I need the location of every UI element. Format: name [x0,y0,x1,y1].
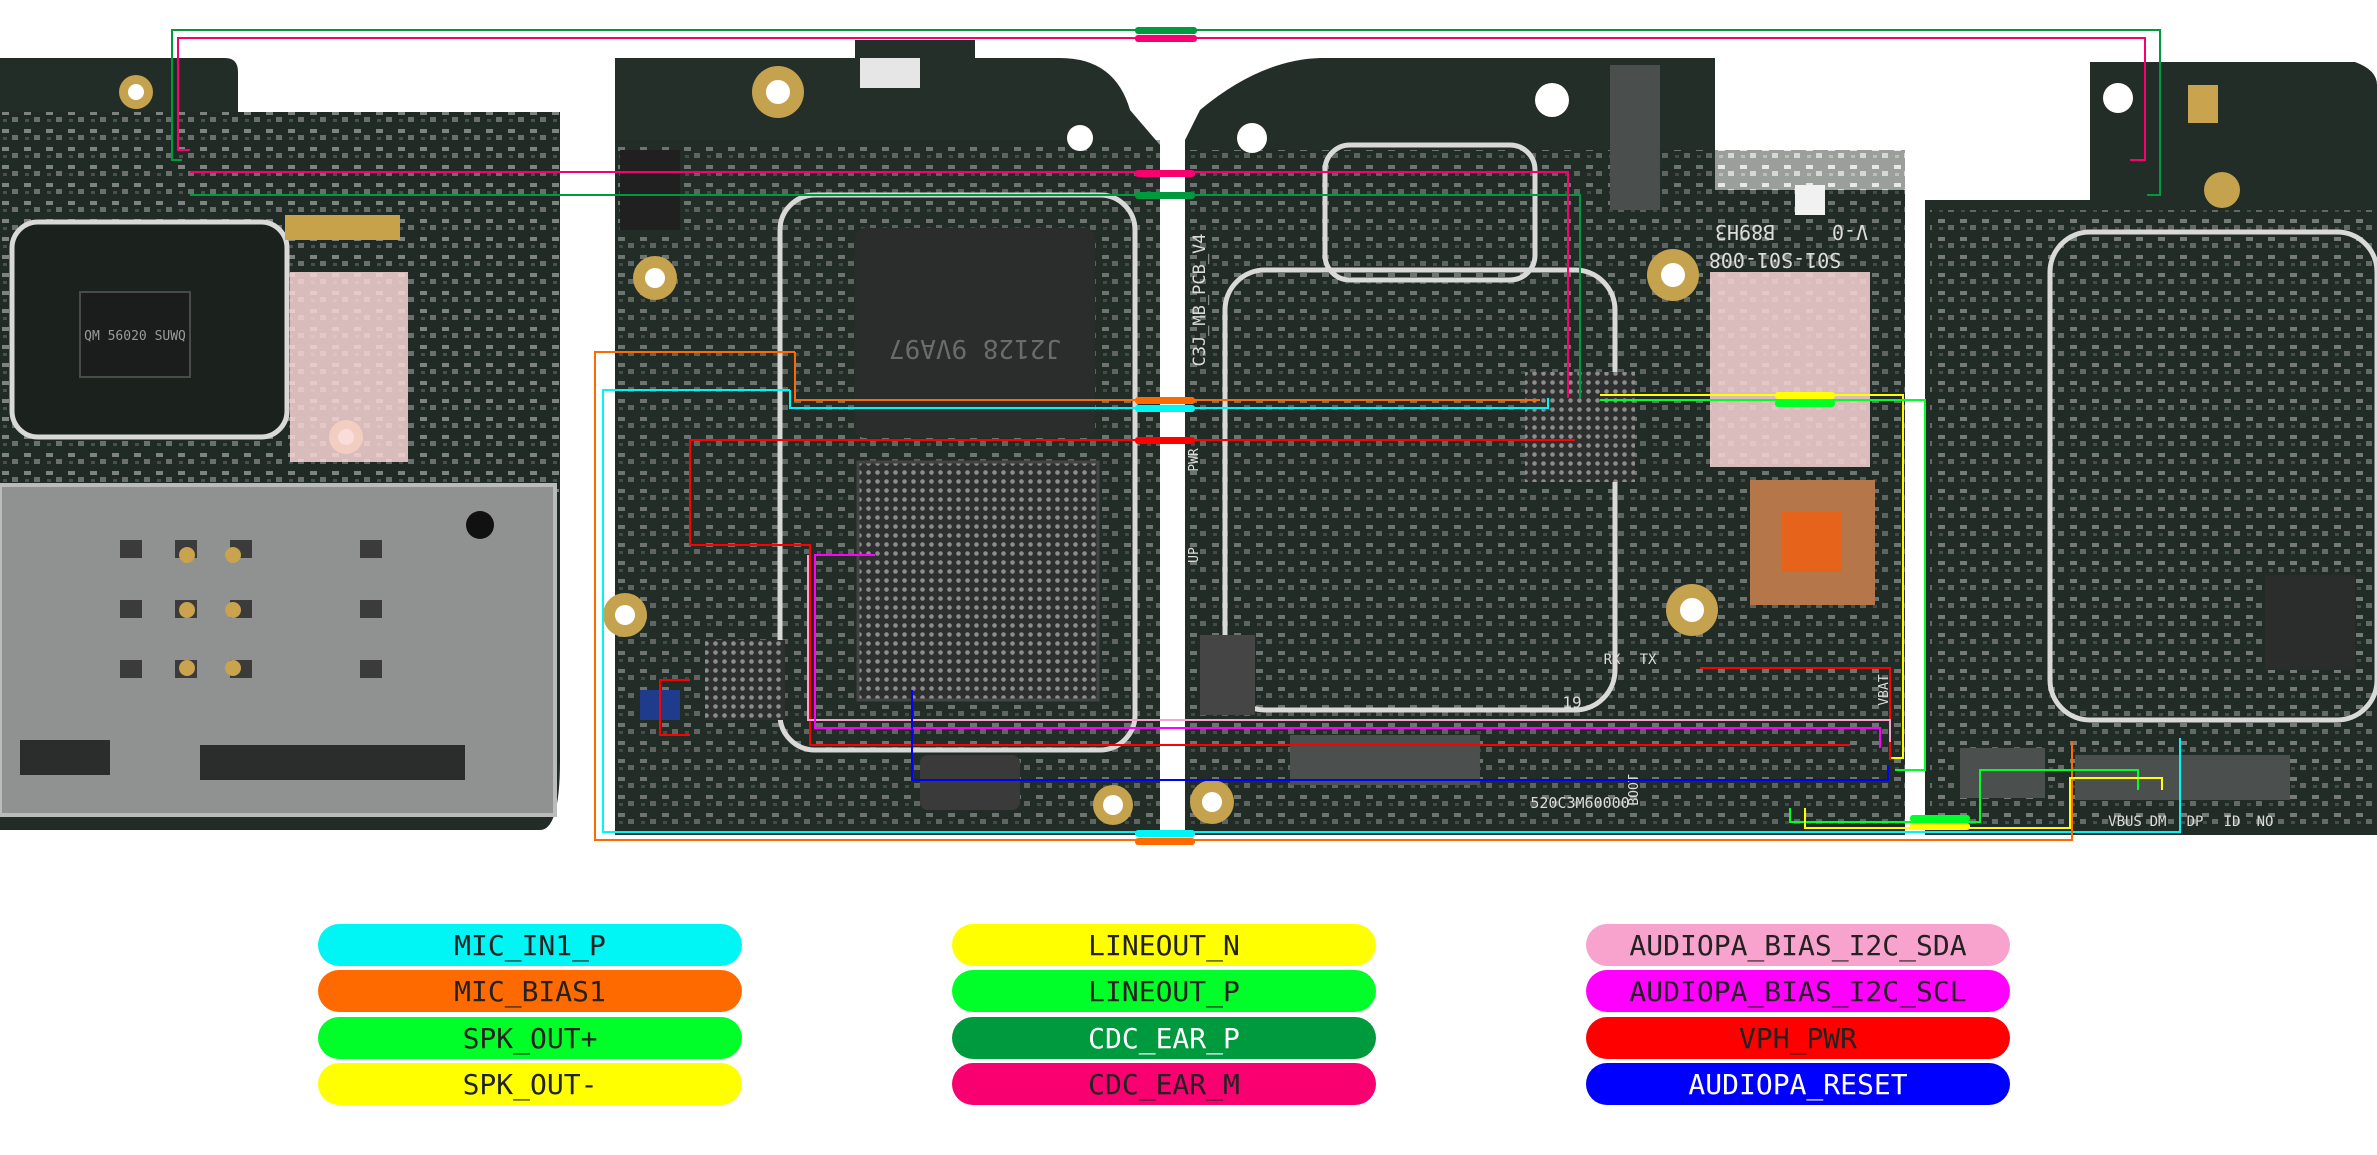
net-tags [1135,27,1970,845]
pad-label-rx: RX [1604,652,1621,668]
pad-label-pwr: PWR [1187,448,1202,472]
legend-audiopa-bias-i2c-sda: AUDIOPA_BIAS_I2C_SDA [1586,924,2010,966]
pad-label-dp: DP [2187,814,2204,830]
pad-label-vbus: VBUS [2108,814,2142,830]
left-board: QM 56020 SUWQ [0,58,560,830]
trace-vph-pwr [689,439,1850,746]
legend-audiopa-bias-i2c-scl: AUDIOPA_BIAS_I2C_SCL [1586,970,2010,1012]
legend-audiopa-reset: AUDIOPA_RESET [1586,1063,2010,1105]
legend-cdc-ear-m: CDC_EAR_M [952,1063,1376,1105]
legend-lineout-p: LINEOUT_P [952,970,1376,1012]
pad-number-label: 19 [1562,693,1581,712]
cpu-bga [856,460,1100,702]
trace-mic-bias1 [594,351,2073,841]
legend-mic-in1-p: MIC_IN1_P [318,924,742,966]
legend-cdc-ear-p: CDC_EAR_P [952,1017,1376,1059]
middle-right-board: C3J_MB_PCB_V4 B89H3 S01-S01-008 V-0 520C… [1185,58,2008,835]
pad-label-id: ID [2224,814,2241,830]
pad-label-tx: TX [1640,652,1657,668]
pad-label-up: UP [1187,547,1202,563]
pad-label-vbat: VBAT [1877,674,1892,705]
board-id-label: 520C3M60000 [1530,794,1629,812]
legend-lineout-n: LINEOUT_N [952,924,1376,966]
legend-spk-out-plus: SPK_OUT+ [318,1017,742,1059]
legend-mic-bias1: MIC_BIAS1 [318,970,742,1012]
pad-label-no: NO [2257,814,2274,830]
trace-audiopa-i2c-scl [814,554,1881,748]
pcb-board-diagram: QM 56020 SUWQ J2128 9VA97 [0,27,2377,845]
trace-cdc-ear-m-2 [190,171,1569,398]
trace-lineout-n [1600,394,1904,759]
trace-vph-pwr-3 [659,679,690,736]
legend-vph-pwr: VPH_PWR [1586,1017,2010,1059]
revision-label: V-0 [1832,220,1868,244]
memory-chip [855,228,1095,438]
trace-spk-out-plus [1789,769,2139,823]
ic-marking-cpu: J2128 9VA97 [889,333,1061,363]
trace-mic-in1-p [602,389,2181,833]
trace-spk-out-minus [1804,777,2163,829]
middle-left-board: J2128 9VA97 [603,40,1160,835]
trace-mic-bias1-2 [794,352,1540,401]
trace-lineout-p [1600,399,1926,771]
trace-audiopa-reset [911,690,1889,781]
pcb-version-label: C3J_MB_PCB_V4 [1190,233,1210,366]
part-number-label: B89H3 [1715,220,1775,244]
pad-label-dm: DM [2150,814,2167,830]
pad-label-boot: BOOT [1627,774,1642,805]
ic-marking-left: QM 56020 SUWQ [84,329,186,344]
legend-spk-out-minus: SPK_OUT- [318,1063,742,1105]
trace-audiopa-i2c-sda [807,555,1891,742]
trace-cdc-ear-p-2 [190,194,1581,398]
right-board: VBUS DM DP ID NO [1925,62,2377,835]
serial-code-label: S01-S01-008 [1709,248,1841,272]
